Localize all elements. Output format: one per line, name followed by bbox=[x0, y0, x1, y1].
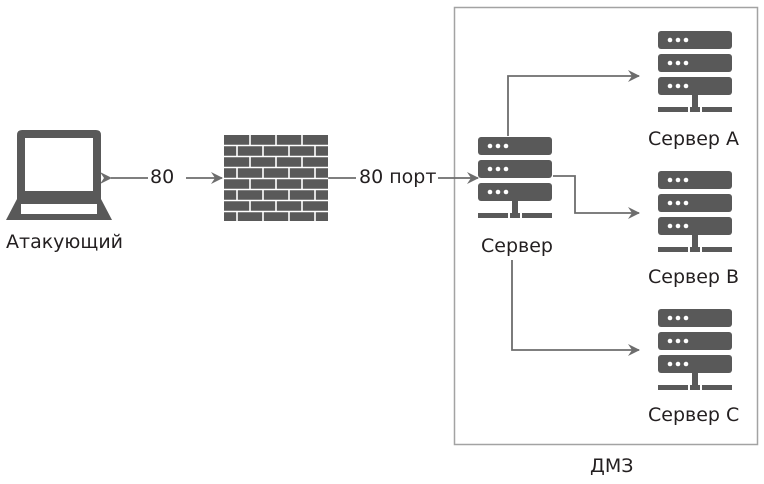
connections bbox=[100, 70, 640, 356]
server-c-icon bbox=[658, 309, 732, 390]
dmz-zone-border bbox=[453, 6, 759, 446]
brick-wall-icon bbox=[224, 135, 328, 221]
server-b-label: Сервер B bbox=[648, 266, 740, 288]
server-a-icon bbox=[658, 31, 732, 112]
server-a-label: Сервер A bbox=[648, 128, 740, 150]
dmz-label: ДМЗ bbox=[590, 455, 634, 477]
server-icon bbox=[478, 137, 552, 218]
laptop-icon bbox=[6, 130, 112, 220]
arrow-to-server-c bbox=[511, 260, 640, 356]
server-label: Сервер bbox=[481, 235, 553, 257]
link-label-firewall-server: 80 порт bbox=[357, 166, 439, 188]
arrow-to-server-a bbox=[507, 70, 640, 136]
server-b-icon bbox=[658, 171, 732, 252]
attacker-label: Атакующий bbox=[6, 231, 124, 253]
arrow-to-server-b bbox=[553, 175, 640, 219]
server-c-label: Сервер C bbox=[648, 404, 740, 426]
link-label-attacker-firewall: 80 bbox=[148, 166, 177, 188]
